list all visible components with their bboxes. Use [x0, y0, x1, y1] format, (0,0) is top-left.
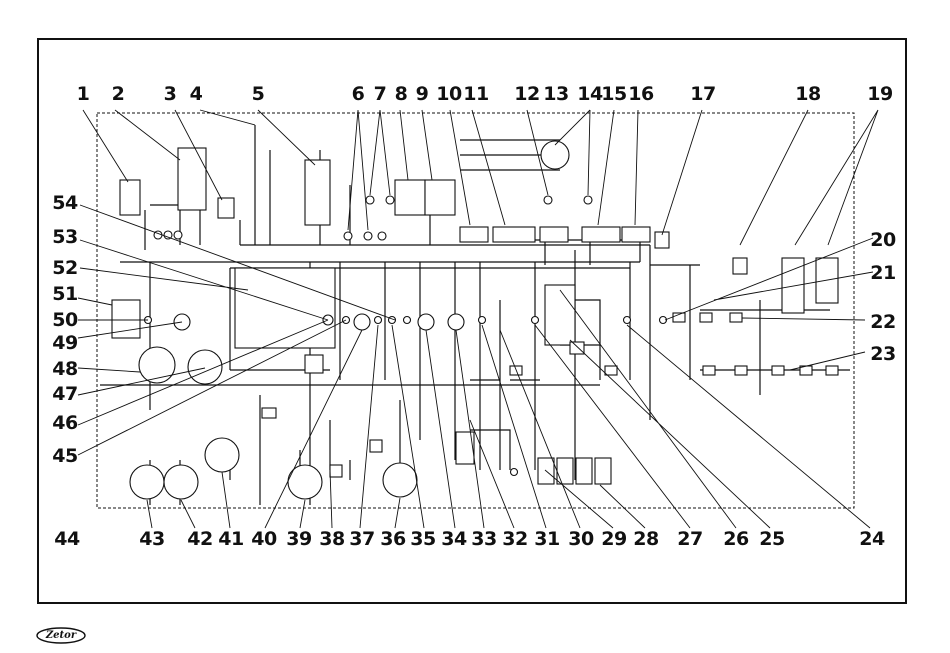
callout-12: 12: [514, 83, 539, 105]
callout-13: 13: [543, 83, 568, 105]
callout-36: 36: [380, 528, 406, 550]
callout-15: 15: [601, 83, 626, 105]
callout-41: 41: [218, 528, 243, 550]
callout-48: 48: [52, 358, 78, 380]
callout-23: 23: [870, 343, 895, 365]
callout-6: 6: [352, 83, 365, 105]
callout-10: 10: [436, 83, 462, 105]
callout-16: 16: [628, 83, 654, 105]
callout-19: 19: [867, 83, 892, 105]
callout-24: 24: [859, 528, 885, 550]
callout-34: 34: [441, 528, 467, 550]
callout-52: 52: [52, 257, 77, 279]
callout-42: 42: [187, 528, 212, 550]
callout-47: 47: [52, 383, 77, 405]
callout-51: 51: [52, 283, 77, 305]
callout-22: 22: [870, 311, 895, 333]
callout-17: 17: [690, 83, 715, 105]
callout-38: 38: [319, 528, 345, 550]
callout-11: 11: [463, 83, 488, 105]
right-callout-numbers: 20 21 22 23: [870, 229, 896, 365]
callout-29: 29: [601, 528, 626, 550]
callout-46: 46: [52, 412, 78, 434]
callout-9: 9: [416, 83, 429, 105]
callout-5: 5: [252, 83, 265, 105]
callout-39: 39: [286, 528, 311, 550]
callout-30: 30: [568, 528, 594, 550]
callout-2: 2: [112, 83, 125, 105]
callout-49: 49: [52, 332, 77, 354]
callout-3: 3: [164, 83, 177, 105]
callout-4: 4: [190, 83, 203, 105]
callout-50: 50: [52, 309, 78, 331]
callout-37: 37: [349, 528, 374, 550]
callout-33: 33: [471, 528, 496, 550]
callout-28: 28: [633, 528, 659, 550]
bottom-callout-numbers: 44 43 42 41 40 39 38 37 36 35 34 33 32 3…: [54, 528, 885, 550]
callout-26: 26: [723, 528, 749, 550]
callout-32: 32: [502, 528, 527, 550]
callout-14: 14: [577, 83, 603, 105]
top-callout-numbers: 1 2 3 4 5 6 7 8 9 10 11 12 13 14 15 16 1…: [77, 83, 893, 105]
callout-53: 53: [52, 226, 77, 248]
callout-21: 21: [870, 262, 895, 284]
callout-25: 25: [759, 528, 784, 550]
left-callout-numbers: 54 53 52 51 50 49 48 47 46 45: [52, 192, 78, 467]
callout-44: 44: [54, 528, 80, 550]
callout-43: 43: [139, 528, 164, 550]
callout-35: 35: [410, 528, 435, 550]
callout-45: 45: [52, 445, 77, 467]
callout-27: 27: [677, 528, 702, 550]
callout-1: 1: [77, 83, 90, 105]
callout-18: 18: [795, 83, 821, 105]
callout-8: 8: [395, 83, 408, 105]
callout-40: 40: [251, 528, 277, 550]
callout-20: 20: [870, 229, 896, 251]
callout-31: 31: [534, 528, 559, 550]
callout-54: 54: [52, 192, 78, 214]
zetor-logo-text: Zetor: [36, 627, 86, 644]
callout-7: 7: [374, 83, 387, 105]
